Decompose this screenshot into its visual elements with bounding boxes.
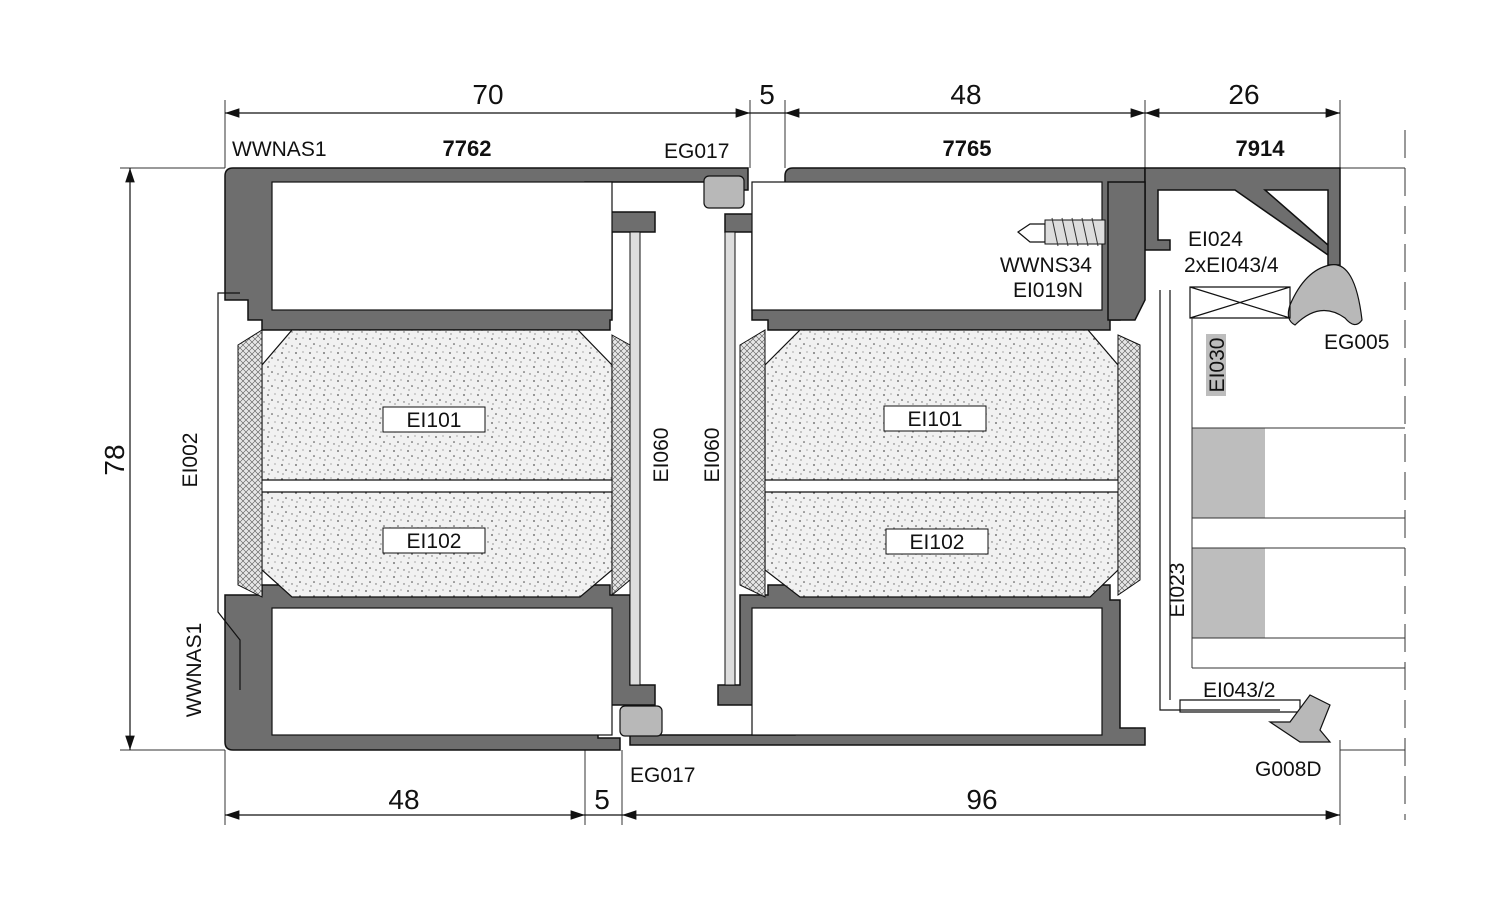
label-wwnas1-top: WWNAS1 [232,138,327,161]
profile-7762: 7762 [443,136,492,161]
label-2xei043-4: 2xEI043/4 [1184,254,1279,277]
gasket-eg017-top [703,175,745,209]
label-ei102-left: EI102 [407,530,462,553]
label-ei019n: EI019N [1013,279,1083,302]
label-eg017-bottom: EG017 [630,764,695,787]
label-wwnas1-side: WWNAS1 [183,623,206,718]
label-ei030: EI030 [1206,338,1229,393]
right-sash-profile [629,167,1146,746]
label-ei023: EI023 [1166,563,1189,618]
label-g008d: G008D [1255,758,1322,781]
label-ei043-2: EI043/2 [1203,679,1275,702]
dim-bottom-96: 96 [966,784,997,815]
left-sash-profile [217,167,749,751]
profile-7765: 7765 [943,136,992,161]
label-ei024: EI024 [1188,228,1243,251]
dim-bottom-5: 5 [594,784,610,815]
label-eg005: EG005 [1324,331,1389,354]
label-ei102-right: EI102 [910,531,965,554]
label-ei060-right: EI060 [701,428,724,483]
frame-profile [1016,167,1405,743]
dim-height-78: 78 [99,444,130,475]
screw-icon [1016,217,1106,247]
dim-bottom-48: 48 [388,784,419,815]
label-ei060-left: EI060 [650,428,673,483]
label-wwns34: WWNS34 [1000,254,1092,277]
dimension-lines [125,108,1340,820]
dim-top-26: 26 [1228,79,1259,110]
gasket-eg017-bottom [619,705,663,737]
dim-top-48: 48 [950,79,981,110]
label-eg017-top: EG017 [664,140,729,163]
dim-top-5: 5 [759,79,775,110]
profile-7914: 7914 [1236,136,1286,161]
label-ei101-left: EI101 [407,409,462,432]
label-ei002: EI002 [179,433,202,488]
dim-top-70: 70 [472,79,503,110]
label-ei101-right: EI101 [908,408,963,431]
